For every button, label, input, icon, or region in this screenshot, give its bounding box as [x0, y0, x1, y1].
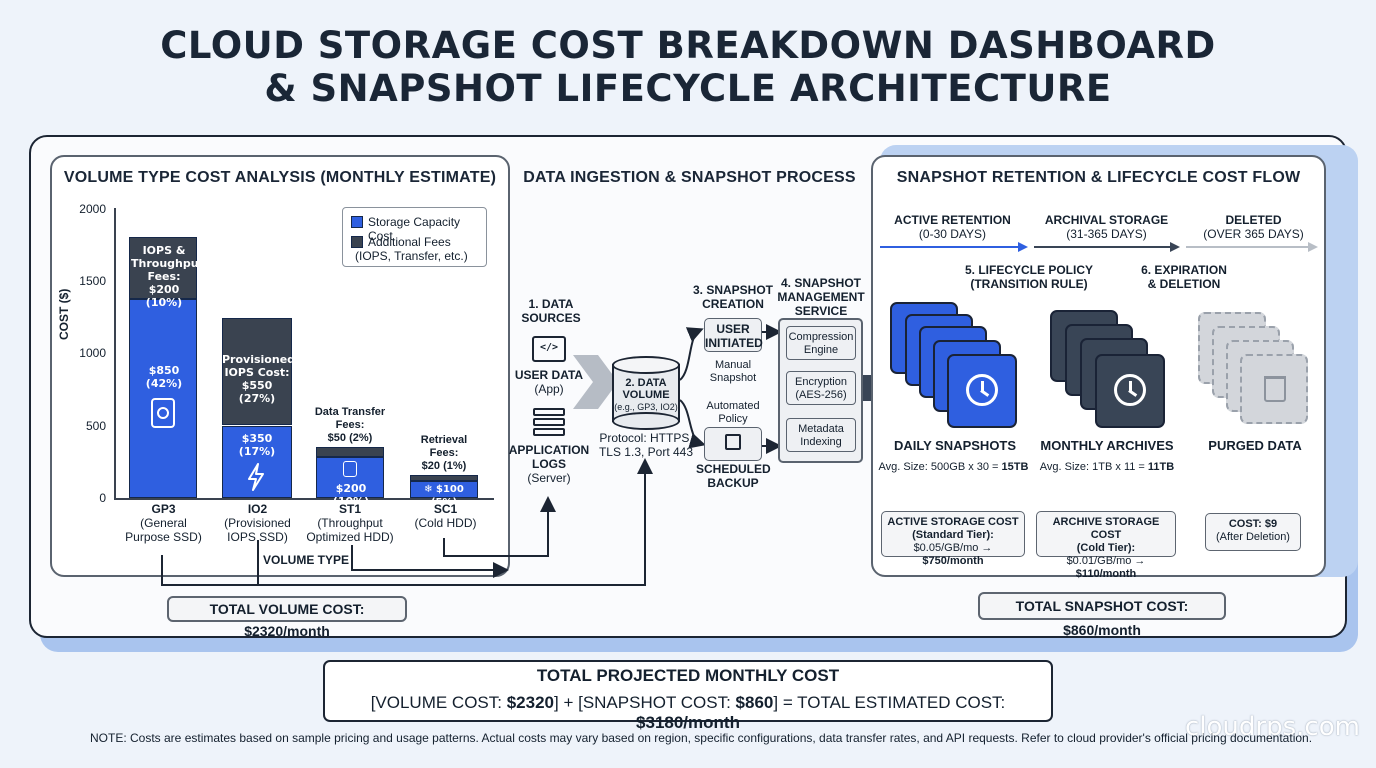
volume-panel-heading: VOLUME TYPE COST ANALYSIS (MONTHLY ESTIM…: [63, 169, 497, 186]
archive-storage-cost-box: ARCHIVE STORAGE COST(Cold Tier): $0.01/G…: [1036, 511, 1176, 580]
bar-st1-fees: [316, 447, 384, 458]
x-axis-label: VOLUME TYPE: [263, 553, 350, 567]
daily-snapshots-title: DAILY SNAPSHOTS: [893, 438, 1017, 453]
purged-data-title: PURGED DATA: [1208, 438, 1302, 453]
process-panel-heading: DATA INGESTION & SNAPSHOT PROCESS: [523, 169, 856, 186]
sc1-capacity-label: ❄ $100 (5%): [424, 484, 464, 508]
legend-fees-label: Additional Fees: [368, 235, 451, 249]
y-tick-1500: 1500: [79, 274, 106, 288]
monthly-size: Avg. Size: 1TB x 11 = 11TB: [1039, 461, 1175, 473]
total-volume-cost: TOTAL VOLUME COST: $2320/month: [167, 596, 407, 639]
clock-icon: [966, 374, 998, 406]
chart-legend: Storage Capacity Cost Additional Fees (I…: [342, 207, 487, 267]
y-tick-2000: 2000: [79, 202, 106, 216]
monthly-archives-title: MONTHLY ARCHIVES: [1040, 438, 1174, 453]
hard-drive-icon: [151, 398, 175, 428]
legend-swatch-fees: [351, 236, 363, 248]
scheduled-backup-box: [704, 427, 762, 461]
user-data-label: USER DATA(App): [514, 368, 584, 396]
gp3-capacity-label: $850(42%): [145, 364, 183, 390]
y-tick-500: 500: [85, 419, 106, 433]
clock-icon: [1114, 374, 1146, 406]
bar-io2-capacity: [222, 425, 292, 498]
lifecycle-panel-heading: SNAPSHOT RETENTION & LIFECYCLE COST FLOW: [896, 169, 1301, 186]
snowflake-icon: ❄: [424, 484, 437, 495]
purged-data-card: [1240, 354, 1308, 424]
bar-io2-fees: [222, 318, 292, 426]
bar-gp3-fees: [129, 237, 197, 300]
code-window-icon: </>: [532, 336, 566, 362]
watermark: cloudrps.com: [1185, 712, 1360, 742]
y-tick-1000: 1000: [79, 346, 106, 360]
monthly-archive-card: [1095, 354, 1165, 428]
bar-sc1-capacity: [410, 480, 478, 498]
protocol-label: Protocol: HTTPS,TLS 1.3, Port 443: [598, 431, 694, 459]
y-tick-0: 0: [99, 491, 106, 505]
service-encryption: Encryption(AES-256): [786, 371, 856, 405]
legend-fees-sub: (IOPS, Transfer, etc.): [355, 249, 468, 263]
stage-active-label: ACTIVE RETENTION(0-30 DAYS): [894, 213, 1011, 241]
data-volume-cylinder: [612, 356, 680, 430]
total-snapshot-cost: TOTAL SNAPSHOT COST: $860/month: [978, 592, 1226, 638]
io2-capacity-label: $350(17%): [238, 432, 276, 458]
daily-snapshot-card: [947, 354, 1017, 428]
bar-sc1-fees: [410, 474, 478, 481]
trash-icon: [1264, 376, 1286, 402]
x-label-sc1: SC1(Cold HDD): [414, 502, 477, 530]
summary-box: [323, 660, 1053, 722]
bar-st1-capacity: [316, 457, 384, 498]
lightning-icon: [248, 463, 264, 491]
y-axis-line: [114, 208, 116, 499]
expiration-label: 6. EXPIRATION& DELETION: [1141, 263, 1227, 291]
active-storage-cost-box: ACTIVE STORAGE COST(Standard Tier): $0.0…: [881, 511, 1025, 567]
legend-capacity-label: Storage Capacity Cost: [368, 215, 461, 243]
x-axis-line: [114, 498, 494, 500]
daily-size: Avg. Size: 500GB x 30 = 15TB: [878, 461, 1029, 473]
page-title-line-2: & SNAPSHOT LIFECYCLE ARCHITECTURE: [264, 67, 1112, 110]
footnote: NOTE: Costs are estimates based on sampl…: [90, 731, 1313, 745]
summary-heading: TOTAL PROJECTED MONTHLY COST: [536, 666, 840, 685]
page-title-line-1: CLOUD STORAGE COST BREAKDOWN DASHBOARD: [160, 24, 1216, 67]
stage-deleted-label: DELETED(OVER 365 DAYS): [1203, 213, 1304, 241]
calendar-icon: [725, 434, 741, 450]
summary-formula: [VOLUME COST: $2320] + [SNAPSHOT COST: $…: [370, 693, 1006, 732]
stage-archival-label: ARCHIVAL STORAGE(31-365 DAYS): [1044, 213, 1169, 241]
server-icon: [533, 408, 565, 438]
lifecycle-policy-label: 5. LIFECYCLE POLICY(TRANSITION RULE): [964, 263, 1093, 291]
stage-timeline: [880, 242, 1318, 252]
st1-capacity-label: $200 (10%): [332, 482, 370, 508]
legend-swatch-capacity: [351, 216, 363, 228]
purged-cost-box: COST: $9(After Deletion): [1205, 513, 1301, 551]
disk-icon: [343, 461, 357, 477]
